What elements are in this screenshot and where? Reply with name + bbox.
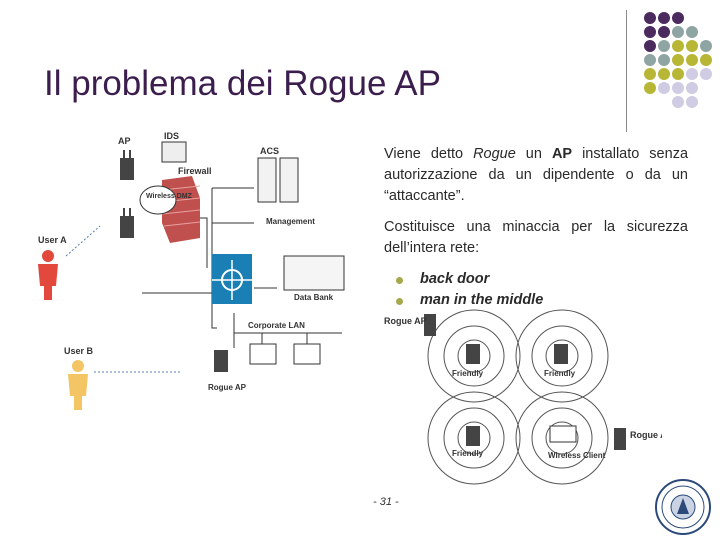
friendly-ap-3 (466, 426, 480, 446)
label-ids: IDS (164, 131, 179, 141)
label-wireless-client: Wireless Client (548, 451, 606, 460)
bullet-dot-icon (396, 277, 403, 284)
ap-device-top (120, 150, 134, 180)
data-bank-storage (283, 255, 345, 291)
paragraph-rogue-definition: Viene detto Rogue un AP installato senza… (384, 146, 689, 204)
paragraph-threat: Costituisce una minaccia per la sicurezz… (384, 219, 688, 256)
page-number: - 31 - (373, 496, 399, 508)
label-rogue-ap-left: Rogue AP (384, 316, 427, 326)
wireless-dmz-cloud (139, 185, 177, 215)
label-friendly-1: Friendly (452, 369, 484, 378)
ids-device (161, 141, 187, 163)
user-a-figure (38, 250, 58, 300)
label-friendly-3: Friendly (452, 449, 484, 458)
user-b-figure (68, 360, 88, 410)
core-switch-icon (212, 254, 252, 304)
rogue-ap-device-left (424, 314, 436, 336)
label-rogue-ap: Rogue AP (208, 383, 247, 392)
acs-server-1 (257, 157, 277, 203)
rogue-ap-device-right (614, 428, 626, 450)
rogue-ap-coverage-diagram: Rogue AP Friendly Friendly Friendly Wire… (384, 309, 662, 485)
friendly-ap-2 (554, 344, 568, 364)
label-rogue-ap-right: Rogue AP (630, 430, 662, 440)
label-friendly-2: Friendly (544, 369, 576, 378)
acs-server-2 (279, 157, 299, 203)
body-text: Viene detto Rogue un AP installato senza… (384, 144, 688, 311)
label-wireless-dmz: Wireless DMZ (146, 193, 193, 200)
decorative-dot-grid (640, 10, 720, 110)
university-seal-icon (655, 479, 711, 535)
ap-device-bottom (120, 208, 134, 238)
label-firewall: Firewall (178, 166, 212, 176)
bullet-back-door: back door (396, 269, 688, 290)
wireless-link-a (65, 225, 101, 257)
friendly-ap-1 (466, 344, 480, 364)
bullet-dot-icon (396, 298, 403, 305)
wireless-client-laptop (549, 425, 577, 443)
lan-pc-2 (293, 343, 321, 365)
label-user-a: User A (38, 235, 67, 245)
threat-list: back door man in the middle (384, 269, 688, 311)
label-ap: AP (118, 136, 131, 146)
lan-pc-1 (249, 343, 277, 365)
ap-emphasis: AP (551, 146, 573, 162)
bullet-man-in-the-middle: man in the middle (396, 290, 688, 311)
network-architecture-diagram: AP IDS Firewall Wireless DMZ ACS Managem… (38, 131, 345, 410)
label-data-bank: Data Bank (294, 293, 334, 302)
label-acs: ACS (260, 146, 279, 156)
label-user-b: User B (64, 346, 94, 356)
rogue-emphasis: Rogue (473, 146, 516, 162)
rogue-ap-device (214, 350, 228, 372)
divider-line (626, 10, 627, 132)
label-management: Management (266, 217, 315, 226)
label-corporate-lan: Corporate LAN (248, 321, 305, 330)
slide-title: Il problema dei Rogue AP (44, 64, 441, 103)
